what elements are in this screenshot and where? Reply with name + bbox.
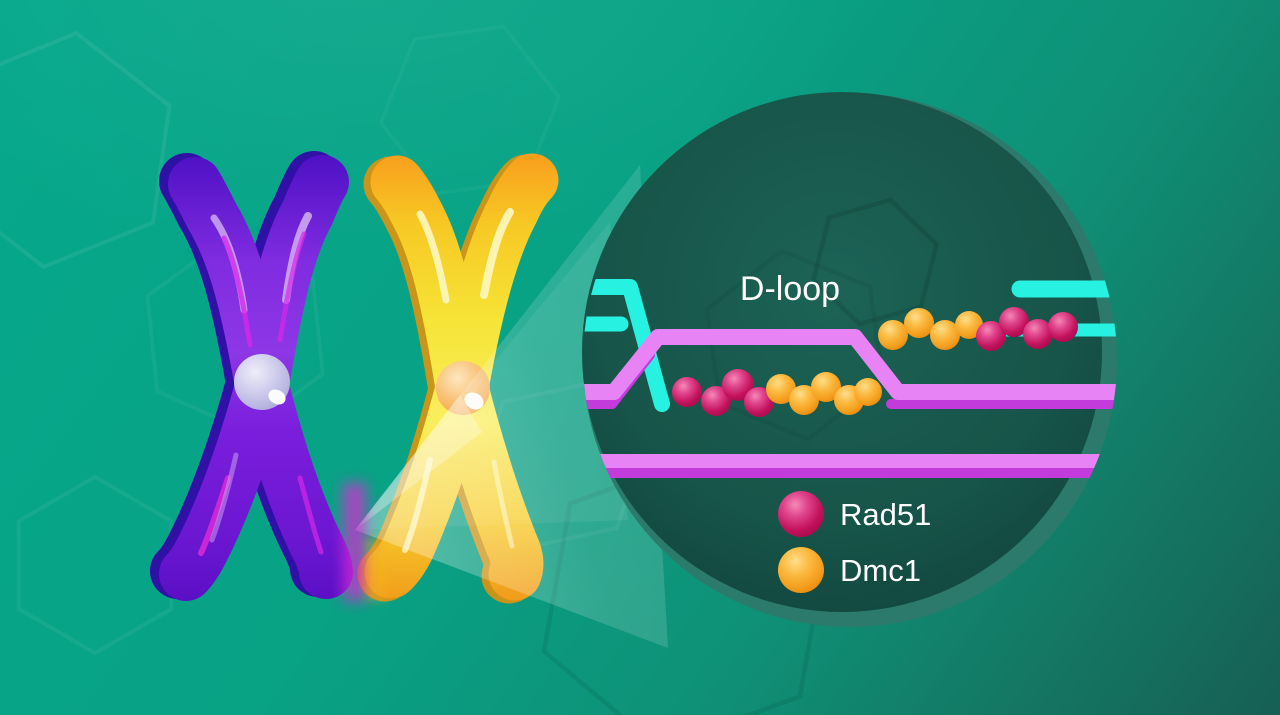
dmc1-protein-bead bbox=[878, 320, 908, 350]
dmc1-protein-bead bbox=[854, 378, 882, 406]
beam-bright-apex bbox=[355, 395, 482, 530]
rad51-protein-bead bbox=[722, 369, 754, 401]
legend-item-dmc1: Dmc1 bbox=[778, 547, 921, 593]
rad51-protein-bead bbox=[1023, 319, 1053, 349]
dmc1-protein-bead bbox=[904, 308, 934, 338]
dmc1-protein-bead bbox=[789, 385, 819, 415]
dmc1-protein-bead bbox=[955, 311, 983, 339]
upper-protein-filament bbox=[878, 307, 1078, 351]
legend-item-rad51: Rad51 bbox=[778, 491, 931, 537]
pink-blur-transition bbox=[343, 483, 366, 601]
legend-label-dmc1: Dmc1 bbox=[840, 553, 921, 588]
rad51-legend-sphere bbox=[778, 491, 824, 537]
inset-background bbox=[582, 92, 1102, 612]
legend-label-rad51: Rad51 bbox=[840, 497, 931, 532]
d-loop-label: D-loop bbox=[740, 270, 840, 308]
rad51-protein-bead bbox=[744, 387, 774, 417]
dmc1-legend-sphere bbox=[778, 547, 824, 593]
lower-protein-filament bbox=[672, 369, 882, 417]
purple-arm-bottom-right bbox=[235, 359, 353, 599]
d-loop-arch-strand bbox=[583, 329, 1117, 400]
legend: Rad51 Dmc1 bbox=[778, 491, 931, 593]
orange-blur-transition bbox=[366, 538, 386, 600]
rad51-protein-bead bbox=[999, 307, 1029, 337]
magnifier-circle: D-loop Rad51 Dmc1 bbox=[582, 92, 1117, 627]
dmc1-protein-bead bbox=[811, 372, 841, 402]
purple-highlights bbox=[198, 212, 324, 556]
dmc1-protein-bead bbox=[766, 374, 796, 404]
dmc1-protein-bead bbox=[930, 320, 960, 350]
rad51-protein-bead bbox=[701, 386, 731, 416]
rad51-protein-bead bbox=[1048, 312, 1078, 342]
rad51-protein-bead bbox=[976, 321, 1006, 351]
magnifier-beam bbox=[343, 165, 668, 648]
rad51-protein-bead bbox=[672, 377, 702, 407]
magenta-light-strand bbox=[583, 329, 1117, 468]
purple-centromere bbox=[234, 354, 290, 410]
purple-chromosome bbox=[150, 151, 353, 601]
